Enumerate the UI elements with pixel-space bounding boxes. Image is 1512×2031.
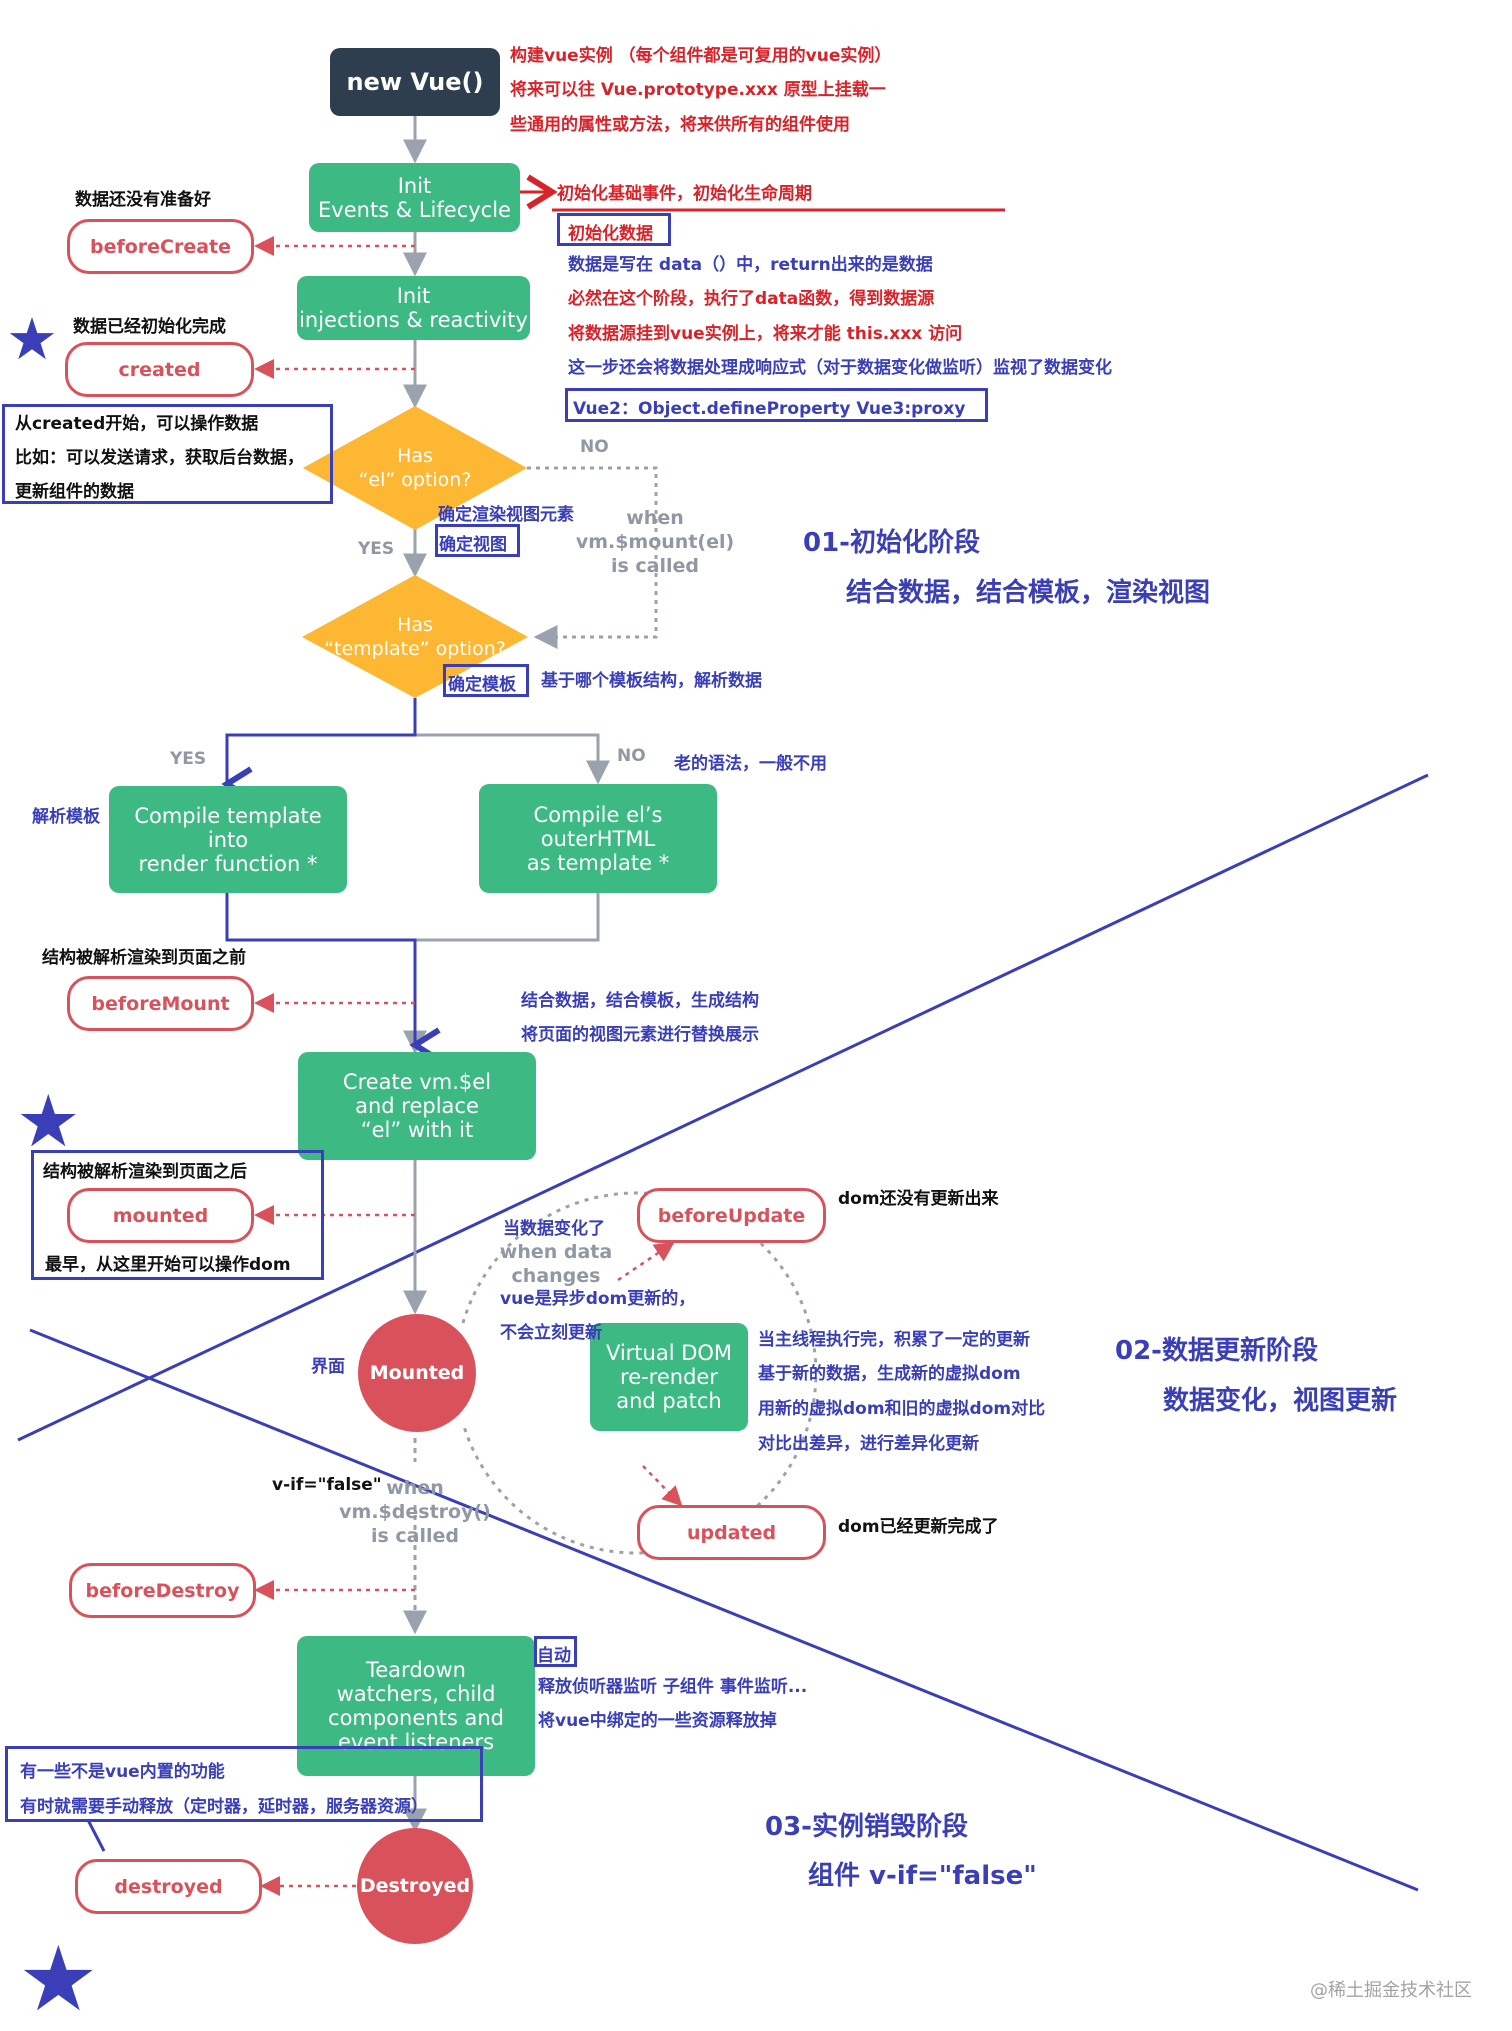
note-patch-3: 用新的虚拟dom和旧的虚拟dom对比 (758, 1399, 1046, 1419)
label-no-el: NO (580, 437, 609, 457)
note-patch-2: 基于新的数据，生成新的虚拟dom (758, 1364, 1021, 1384)
note-release-1: 释放侦听器监听 子组件 事件监听... (538, 1677, 808, 1697)
note-auto: 自动 (537, 1646, 571, 1666)
note-init-data: 初始化数据 (568, 224, 653, 244)
note-init-events: 初始化基础事件，初始化生命周期 (557, 184, 812, 204)
note-data-changed: 当数据变化了 (503, 1219, 605, 1239)
init-data-box (557, 213, 671, 246)
note-async-1: vue是异步dom更新的， (500, 1289, 696, 1309)
created-notes-box (2, 404, 333, 504)
label-yes-el: YES (358, 539, 395, 559)
note-after-render: 结构被解析渲染到页面之后 (43, 1162, 247, 1182)
stage2-title: 02-数据更新阶段 (1115, 1336, 1318, 1366)
note-interface: 界面 (311, 1357, 345, 1377)
init-injections-node: Init injections & reactivity (297, 276, 530, 340)
label-when-destroy: when vm.$destroy() is called (339, 1477, 491, 1547)
note-patch-1: 当主线程执行完，积累了一定的更新 (758, 1330, 1030, 1350)
label-when-mount: when vm.$mount(el) is called (575, 507, 735, 577)
compile-el-node: Compile el’s outerHTML as template * (479, 784, 717, 893)
stage3-subtitle: 组件 v-if="false" (808, 1861, 1037, 1891)
manual-notes-box (5, 1746, 483, 1822)
note-build-2: 将来可以往 Vue.prototype.xxx 原型上挂载一 (510, 80, 886, 100)
star-icon: ★ (18, 1927, 99, 2031)
hook-destroyed: destroyed (75, 1859, 262, 1914)
note-data-1: 数据是写在 data（）中，return出来的是数据 (568, 255, 933, 275)
hook-before-create: beforeCreate (67, 219, 254, 274)
note-data-4: 这一步还会将数据处理成响应式（对于数据变化做监听）监视了数据变化 (568, 358, 1112, 378)
confirm-view-box (435, 524, 520, 557)
note-release-2: 将vue中绑定的一些资源释放掉 (538, 1711, 777, 1731)
stage2-divider (29, 1328, 1419, 1892)
new-vue-node: new Vue() (330, 48, 500, 116)
has-el-decision: Has “el” option? (358, 445, 472, 491)
note-confirm-view: 确定视图 (439, 535, 507, 555)
hook-updated: updated (637, 1505, 826, 1560)
stage1-title: 01-初始化阶段 (803, 528, 980, 558)
note-reactive: Vue2：Object.defineProperty Vue3:proxy (573, 399, 966, 419)
note-build-1: 构建vue实例 （每个组件都是可复用的vue实例） (510, 46, 892, 66)
star-icon: ★ (6, 305, 58, 373)
compile-template-node: Compile template into render function * (109, 786, 347, 893)
stage2-subtitle: 数据变化，视图更新 (1163, 1386, 1398, 1416)
note-template-hint: 基于哪个模板结构，解析数据 (541, 671, 762, 691)
note-data-2: 必然在这个阶段，执行了data函数，得到数据源 (568, 289, 935, 309)
hook-before-update: beforeUpdate (637, 1188, 826, 1243)
mounted-notes-box (31, 1150, 324, 1280)
confirm-template-box (443, 664, 529, 697)
stage1-divider (17, 773, 1429, 1442)
hook-mounted: mounted (67, 1188, 254, 1243)
destroyed-state-circle: Destroyed (357, 1828, 473, 1944)
star-icon: ★ (16, 1079, 81, 1163)
note-combine-2: 将页面的视图元素进行替换展示 (521, 1025, 759, 1045)
note-build-3: 些通用的属性或方法，将来供所有的组件使用 (510, 115, 850, 135)
has-template-decision: Has “template” option? (324, 614, 506, 660)
note-data-3: 将数据源挂到vue实例上，将来才能 this.xxx 访问 (568, 324, 963, 344)
label-yes-template: YES (170, 749, 207, 769)
note-patch-4: 对比出差异，进行差异化更新 (758, 1434, 979, 1454)
stage3-title: 03-实例销毁阶段 (765, 1812, 968, 1842)
create-el-node: Create vm.$el and replace “el” with it (298, 1052, 536, 1160)
note-earliest-dom: 最早，从这里开始可以操作dom (45, 1255, 291, 1275)
note-async-2: 不会立刻更新 (500, 1323, 602, 1343)
auto-box (534, 1636, 577, 1667)
note-old-syntax: 老的语法，一般不用 (674, 754, 827, 774)
note-vif: v-if="false" (272, 1475, 382, 1495)
note-dom-not-updated: dom还没有更新出来 (838, 1189, 999, 1209)
init-events-node: Init Events & Lifecycle (309, 163, 520, 232)
note-manual-2: 有时就需要手动释放（定时器，延时器，服务器资源） (20, 1797, 428, 1817)
note-parse-template: 解析模板 (32, 807, 100, 827)
note-confirm-template: 确定模板 (448, 675, 516, 695)
note-data-not-ready: 数据还没有准备好 (75, 190, 211, 210)
stage1-subtitle: 结合数据，结合模板，渲染视图 (846, 578, 1211, 608)
virtual-dom-node: Virtual DOM re-render and patch (590, 1323, 748, 1431)
label-when-data-changes: when data changes (499, 1241, 613, 1287)
hook-created: created (65, 342, 254, 397)
note-created-3: 更新组件的数据 (15, 482, 134, 502)
note-dom-updated: dom已经更新完成了 (838, 1517, 999, 1537)
hook-before-mount: beforeMount (67, 976, 254, 1031)
note-manual-1: 有一些不是vue内置的功能 (20, 1762, 225, 1782)
note-before-render: 结构被解析渲染到页面之前 (42, 948, 246, 968)
label-no-template: NO (617, 746, 646, 766)
note-data-ready: 数据已经初始化完成 (73, 317, 226, 337)
reactive-box (565, 388, 988, 422)
note-el-hint: 确定渲染视图元素 (438, 505, 574, 525)
note-created-1: 从created开始，可以操作数据 (15, 414, 259, 434)
note-combine-1: 结合数据，结合模板，生成结构 (521, 991, 759, 1011)
mounted-state-circle: Mounted (358, 1314, 476, 1432)
note-created-2: 比如：可以发送请求，获取后台数据， (15, 448, 304, 468)
watermark: @稀土掘金技术社区 (1310, 1980, 1472, 2001)
hook-before-destroy: beforeDestroy (69, 1563, 256, 1618)
teardown-node: Teardown watchers, child components and … (297, 1636, 535, 1776)
